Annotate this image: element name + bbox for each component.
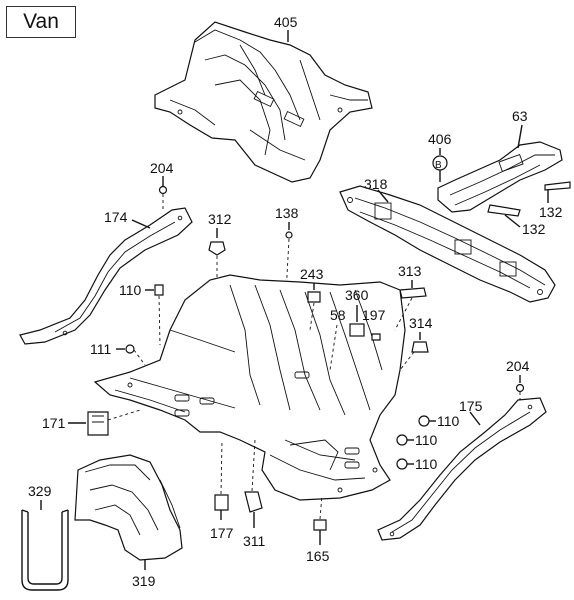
callout-175: 175 [459,398,483,414]
callout-110c: 110 [415,432,438,448]
part-405-rear-floor [154,21,373,183]
callout-314: 314 [409,315,433,331]
callout-204a: 204 [150,160,174,176]
callout-177: 177 [210,525,234,541]
callout-110d: 110 [415,456,438,472]
callout-312: 312 [208,211,232,227]
part-main-floor-pan [93,274,406,501]
callout-58: 58 [330,307,346,323]
callout-165: 165 [306,548,330,564]
callout-197: 197 [362,307,386,323]
callout-63: 63 [512,108,528,124]
part-319-wheel-housing [74,454,183,561]
callout-110a: 110 [119,282,142,298]
callout-110b: 110 [437,413,460,429]
callout-111: 111 [90,341,111,357]
callout-405: 405 [274,14,298,30]
vehicle-label: Van [23,10,59,33]
callout-204b: 204 [506,358,530,374]
callout-174: 174 [104,209,128,225]
part-63-crossmember [437,141,571,217]
callout-243: 243 [300,266,324,282]
callout-319: 319 [132,573,156,589]
vehicle-label-box: Van [6,6,76,38]
part-174-left-rail [19,207,193,345]
callout-171: 171 [42,415,66,431]
callout-311: 311 [243,533,266,549]
callout-318: 318 [364,176,388,192]
callout-313: 313 [398,263,422,279]
part-175-right-rail [377,397,547,541]
callout-329: 329 [28,483,52,499]
callout-138: 138 [275,205,299,221]
badge-b-label: B [435,160,442,171]
callout-406: 406 [428,131,452,147]
callout-132b: 132 [522,221,546,237]
part-318-crossmember [339,185,556,303]
callout-132a: 132 [539,204,563,220]
part-329-u-clip [21,509,69,591]
callout-360: 360 [345,287,369,303]
